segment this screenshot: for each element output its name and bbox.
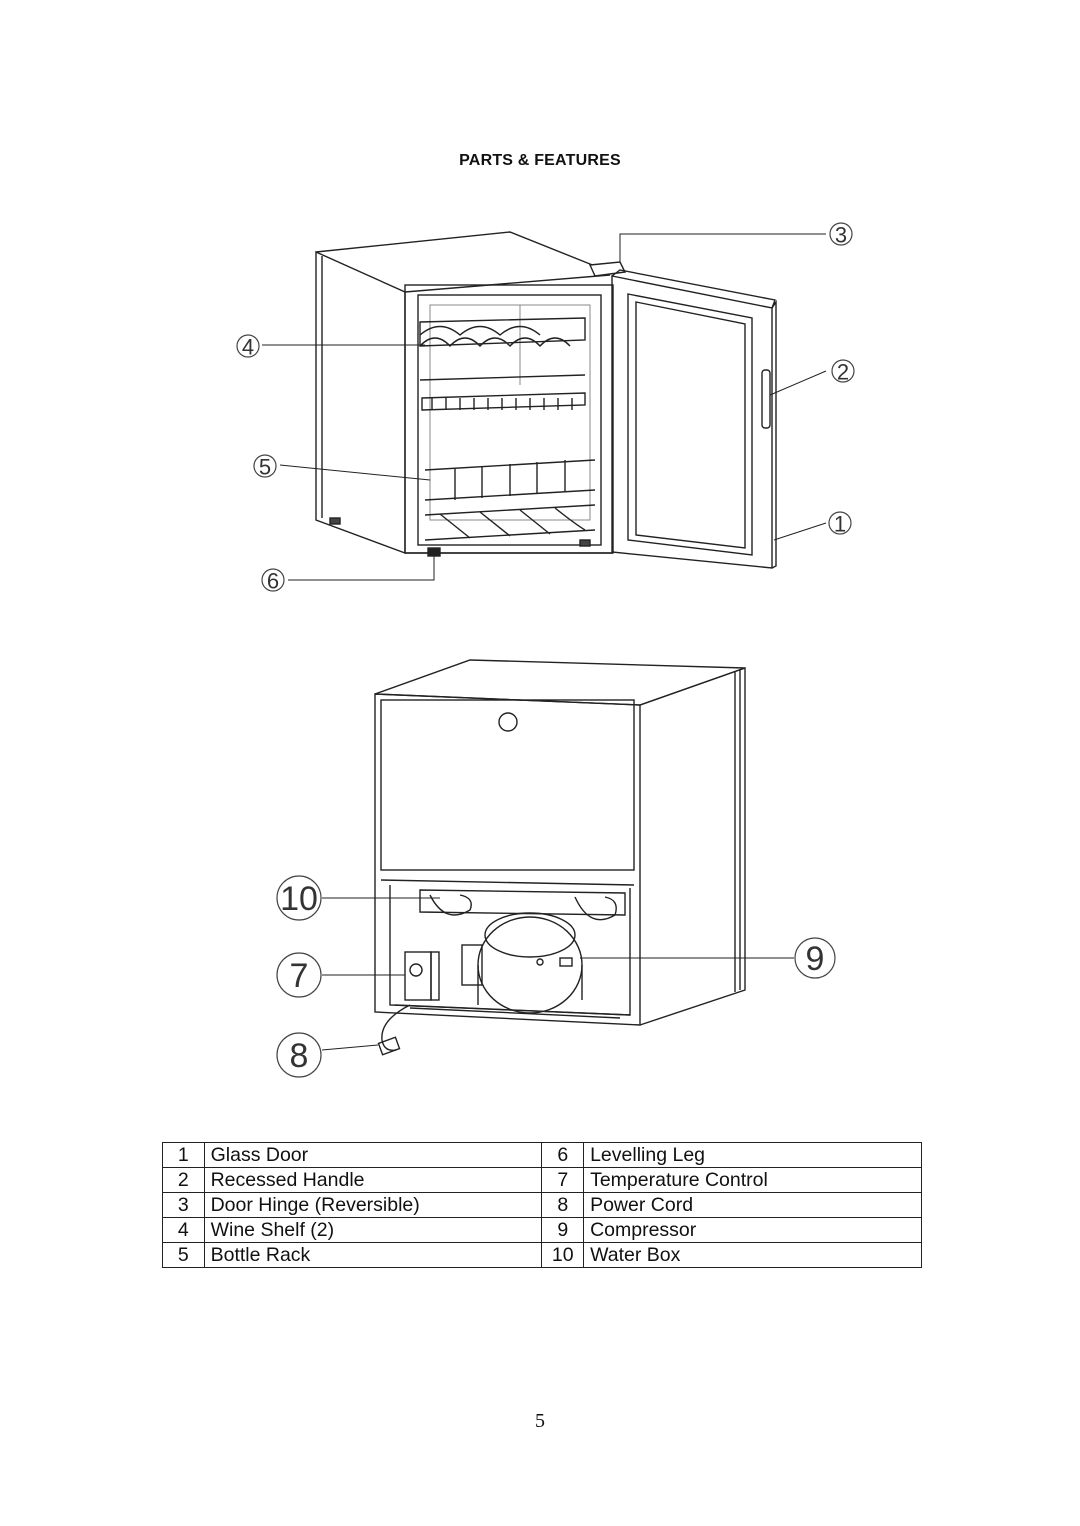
table-row: 1 Glass Door 6 Levelling Leg [162,1142,922,1168]
back-port [498,712,518,732]
parts-table: 1 Glass Door 6 Levelling Leg 2 Recessed … [162,1142,922,1268]
part-label: Power Cord [583,1192,922,1218]
cabinet-opening [404,284,614,554]
part-label: Glass Door [203,1142,543,1168]
part-label: Water Box [583,1242,922,1268]
power-cord [381,1004,411,1051]
part-number: 8 [541,1192,585,1218]
back-view-diagram: 10 7 8 9 [276,659,836,1078]
callout-1: 1 [834,512,846,537]
recessed-handle [761,369,771,429]
door-hinge [588,261,627,277]
part-label: Wine Shelf (2) [203,1217,543,1243]
part-number: 7 [541,1167,585,1193]
part-number: 5 [162,1242,205,1268]
front-view-diagram: 3 2 1 4 5 6 [236,222,855,594]
part-label: Levelling Leg [583,1142,922,1168]
callout-5: 5 [259,455,271,480]
part-label: Bottle Rack [203,1242,543,1268]
part-label: Compressor [583,1217,922,1243]
wine-shelf [419,317,586,381]
table-row: 5 Bottle Rack 10 Water Box [162,1242,922,1268]
cabinet-body [315,250,406,555]
part-label: Door Hinge (Reversible) [203,1192,543,1218]
callout-2: 2 [837,360,849,385]
part-label: Temperature Control [583,1167,922,1193]
levelling-leg [427,547,441,557]
temperature-control [404,951,440,1001]
page-title: PARTS & FEATURES [459,152,621,169]
part-number: 2 [162,1167,205,1193]
part-label: Recessed Handle [203,1167,543,1193]
part-number: 4 [162,1217,205,1243]
table-row: 2 Recessed Handle 7 Temperature Control [162,1167,922,1193]
shelf [421,392,586,411]
callout-7: 7 [290,957,309,995]
glass-door [611,269,777,569]
part-number: 10 [541,1242,585,1268]
callout-6: 6 [267,569,279,594]
callout-10: 10 [280,880,318,918]
page-number: 5 [535,1410,545,1432]
part-number: 9 [541,1217,585,1243]
part-number: 6 [541,1142,585,1168]
bottle-rack [424,459,596,501]
callout-9: 9 [806,940,825,978]
callout-4: 4 [242,335,254,360]
water-box [419,889,626,921]
compressor [461,912,583,1014]
callout-8: 8 [290,1037,309,1075]
part-number: 3 [162,1192,205,1218]
callout-3: 3 [835,223,847,248]
part-number: 1 [162,1142,205,1168]
table-row: 4 Wine Shelf (2) 9 Compressor [162,1217,922,1243]
table-row: 3 Door Hinge (Reversible) 8 Power Cord [162,1192,922,1218]
